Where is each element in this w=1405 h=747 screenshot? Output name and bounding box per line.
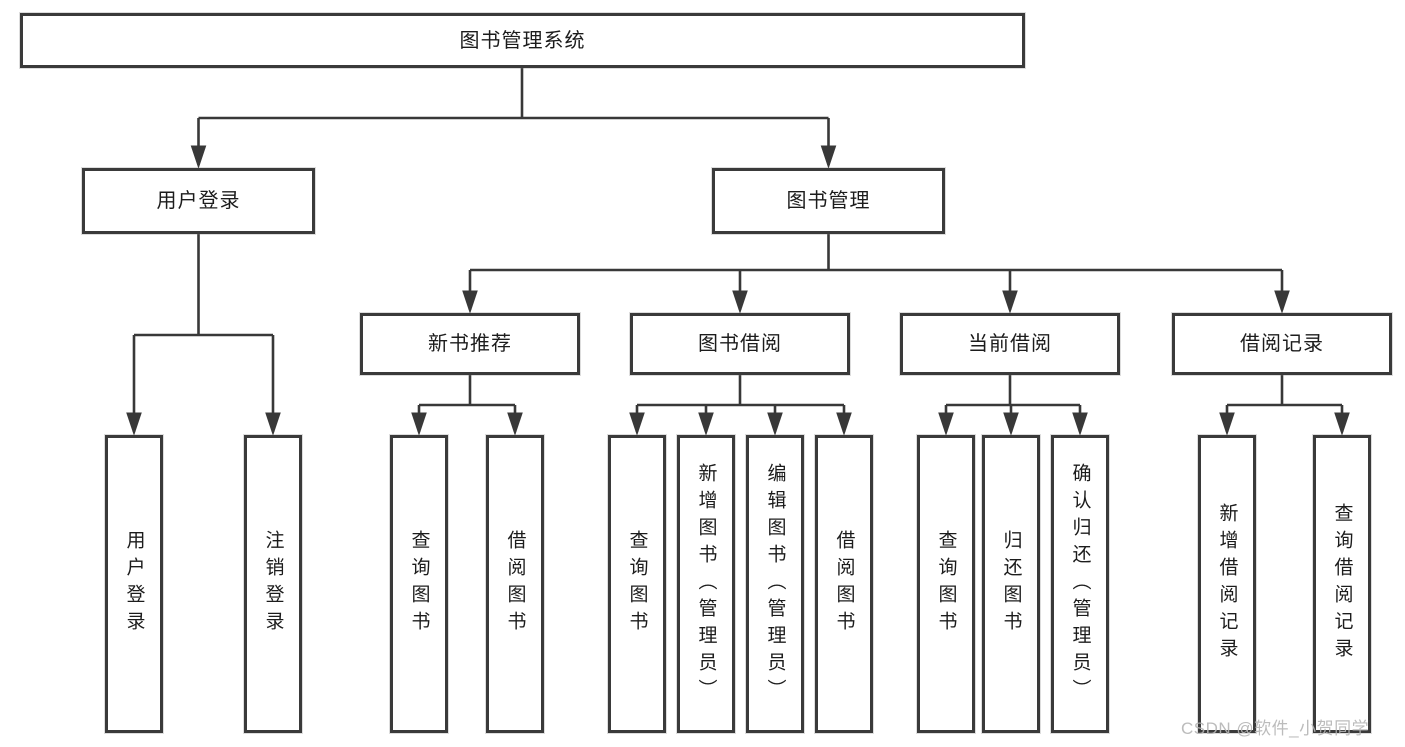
node-book-borrowing: 图书借阅 [630, 313, 850, 375]
leaf-label: 查询借阅记录 [1331, 503, 1353, 665]
leaf-edit-book-admin: 编辑图书（管理员） [746, 435, 804, 733]
connector-root [190, 68, 837, 169]
node-current-borrowing: 当前借阅 [900, 313, 1120, 375]
leaf-query-books: 查询图书 [917, 435, 975, 733]
leaf-query-books: 查询图书 [390, 435, 448, 733]
connector-book-management [462, 234, 1290, 314]
node-label: 当前借阅 [968, 333, 1052, 355]
connector-user-login [126, 234, 281, 436]
leaf-user-login: 用户登录 [105, 435, 163, 733]
node-label: 图书管理 [786, 190, 871, 212]
csdn-watermark: CSDN @软件_小贺同学 [1181, 719, 1370, 738]
leaf-label: 借阅图书 [833, 530, 855, 638]
leaf-label: 确认归还（管理员） [1069, 462, 1091, 706]
connector-book-borrowing [629, 375, 852, 436]
node-user-login: 用户登录 [82, 168, 315, 234]
node-label: 新书推荐 [428, 333, 512, 355]
leaf-label: 借阅图书 [504, 530, 526, 638]
connector-new-book-recommend [411, 375, 523, 436]
leaf-logout: 注销登录 [244, 435, 302, 733]
leaf-label: 新增图书（管理员） [695, 462, 717, 706]
leaf-confirm-return-admin: 确认归还（管理员） [1051, 435, 1109, 733]
node-label: 借阅记录 [1240, 333, 1324, 355]
leaf-add-book-admin: 新增图书（管理员） [677, 435, 735, 733]
leaf-query-books: 查询图书 [608, 435, 666, 733]
node-library-management-system: 图书管理系统 [20, 13, 1025, 68]
node-label: 图书管理系统 [459, 29, 586, 52]
node-label: 用户登录 [156, 190, 241, 212]
leaf-label: 新增借阅记录 [1216, 503, 1238, 665]
leaf-borrow-books: 借阅图书 [486, 435, 544, 733]
leaf-label: 归还图书 [1000, 530, 1022, 638]
leaf-return-books: 归还图书 [982, 435, 1040, 733]
node-label: 图书借阅 [698, 333, 782, 355]
leaf-label: 查询图书 [408, 530, 430, 638]
leaf-label: 编辑图书（管理员） [764, 462, 786, 706]
node-new-book-recommend: 新书推荐 [360, 313, 580, 375]
leaf-add-borrow-record: 新增借阅记录 [1198, 435, 1256, 733]
leaf-label: 用户登录 [123, 530, 145, 638]
leaf-borrow-books: 借阅图书 [815, 435, 873, 733]
connector-current-borrowing [938, 375, 1088, 436]
node-borrow-records: 借阅记录 [1172, 313, 1392, 375]
leaf-label: 查询图书 [935, 530, 957, 638]
leaf-label: 查询图书 [626, 530, 648, 638]
leaf-label: 注销登录 [262, 530, 284, 638]
connector-borrow-records [1219, 375, 1350, 436]
leaf-query-borrow-record: 查询借阅记录 [1313, 435, 1371, 733]
node-book-management: 图书管理 [712, 168, 945, 234]
